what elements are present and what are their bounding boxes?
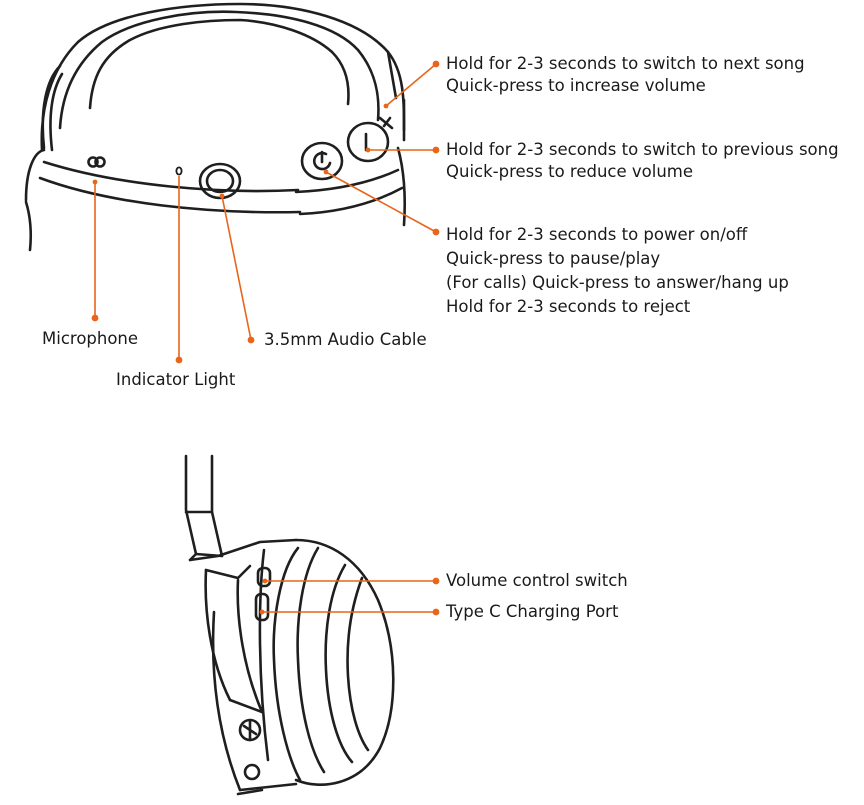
volume-down-line-2: Quick-press to reduce volume xyxy=(446,162,694,181)
volume-down-callout: Hold for 2-3 seconds to switch to previo… xyxy=(446,139,839,183)
volume-up-callout: Hold for 2-3 seconds to switch to next s… xyxy=(446,53,805,97)
volume-up-button-icon xyxy=(378,116,394,130)
charging-port-label: Type C Charging Port xyxy=(446,602,619,621)
side-buttons-icon xyxy=(238,566,272,781)
power-button-icon xyxy=(300,141,344,181)
earcup-top-view xyxy=(24,2,407,252)
power-line-2: Quick-press to pause/play xyxy=(446,249,661,268)
indicator-light-label: Indicator Light xyxy=(116,370,236,389)
power-line-3: (For calls) Quick-press to answer/hang u… xyxy=(446,273,789,292)
callout-lines xyxy=(94,63,437,613)
power-line-1: Hold for 2-3 seconds to power on/off xyxy=(446,225,748,244)
volume-up-line-1: Hold for 2-3 seconds to switch to next s… xyxy=(446,54,805,73)
volume-up-line-2: Quick-press to increase volume xyxy=(446,76,706,95)
volume-down-line-1: Hold for 2-3 seconds to switch to previo… xyxy=(446,140,839,159)
power-line-4: Hold for 2-3 seconds to reject xyxy=(446,297,691,316)
indicator-light-icon xyxy=(175,166,183,176)
power-callout: Hold for 2-3 seconds to power on/off Qui… xyxy=(446,223,789,319)
earcup-side-view xyxy=(188,538,395,796)
audio-cable-label: 3.5mm Audio Cable xyxy=(264,330,427,349)
volume-switch-label: Volume control switch xyxy=(446,571,628,590)
callout-dots xyxy=(91,60,440,616)
microphone-label: Microphone xyxy=(42,329,139,348)
volume-down-button-icon xyxy=(346,121,390,163)
headband xyxy=(184,454,224,562)
microphone-icon xyxy=(87,156,106,168)
audio-jack-icon xyxy=(198,162,242,200)
